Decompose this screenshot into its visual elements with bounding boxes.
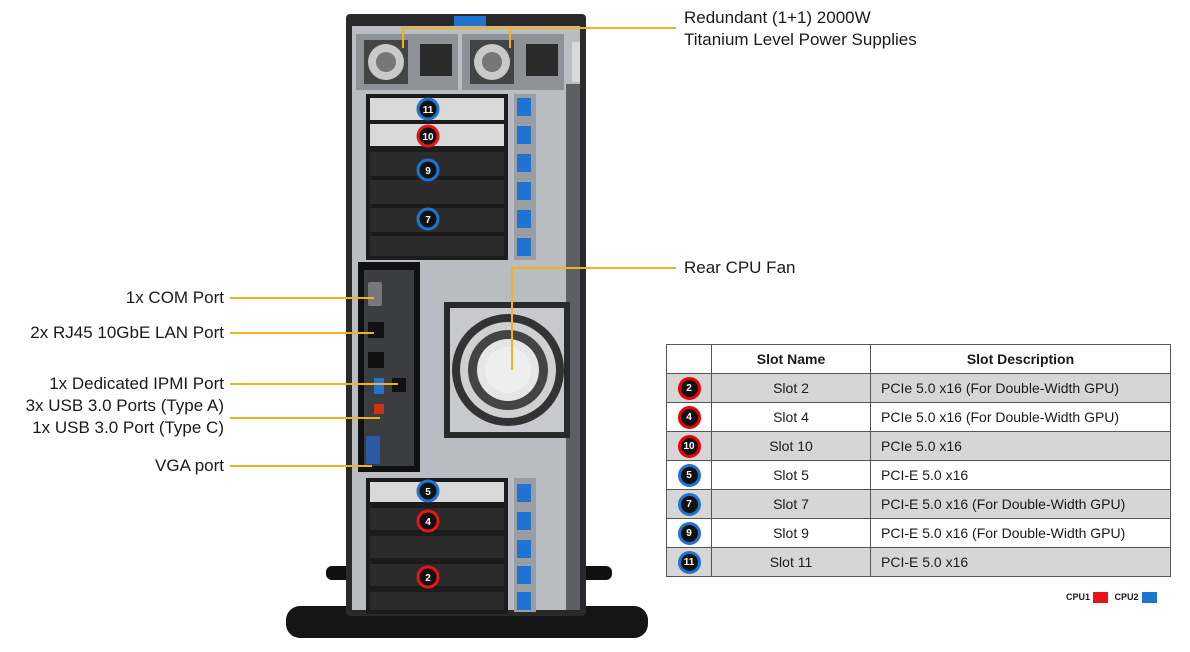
slot-table: Slot Name Slot Description 2 Slot 2 PCIe…: [666, 344, 1171, 577]
cpu2-slot-badge: 7: [677, 492, 701, 516]
legend-cpu2-label: CPU2: [1114, 592, 1139, 602]
header-slot-name: Slot Name: [711, 344, 871, 374]
usb-c-callout: 1x USB 3.0 Port (Type C): [32, 418, 224, 437]
header-slot-description: Slot Description: [870, 344, 1171, 374]
psu-callout-line2: Titanium Level Power Supplies: [684, 30, 917, 49]
callout-line-fan: [511, 267, 676, 370]
slot-description: PCI-E 5.0 x16 (For Double-Width GPU): [870, 518, 1171, 548]
table-row: 2 Slot 2 PCIe 5.0 x16 (For Double-Width …: [666, 373, 1171, 403]
slot-description: PCI-E 5.0 x16 (For Double-Width GPU): [870, 489, 1171, 519]
legend-cpu1-swatch: [1093, 592, 1109, 604]
cpu1-slot-badge: 10: [677, 434, 701, 458]
slot-table-header: Slot Name Slot Description: [666, 344, 1171, 374]
psu-1: [356, 34, 458, 90]
cpu1-slot-badge: 4: [677, 405, 701, 429]
vga-port-callout: VGA port: [155, 456, 224, 475]
lan-port-callout: 2x RJ45 10GbE LAN Port: [30, 323, 224, 342]
slot-marker-9: 9: [416, 158, 440, 182]
legend-cpu2-swatch: [1141, 592, 1157, 604]
slot-marker-7-label: 7: [425, 215, 431, 226]
slot-marker-9-label: 9: [425, 166, 431, 177]
legend-cpu1-label: CPU1: [1066, 592, 1091, 602]
pcie-slots-bottom: [366, 478, 536, 614]
slot-marker-10-label: 10: [422, 132, 434, 143]
psu-2: [462, 34, 564, 90]
slot-marker-11: 11: [416, 97, 440, 121]
cpu2-slot-badge: 5: [677, 463, 701, 487]
rear-cpu-fan: [444, 302, 570, 438]
rear-fan-callout: Rear CPU Fan: [684, 258, 796, 277]
slot-marker-2: 2: [416, 565, 440, 589]
slot-marker-4-label: 4: [425, 517, 431, 528]
slot-name: Slot 5: [711, 460, 871, 490]
cpu1-slot-badge: 2: [677, 376, 701, 400]
table-row: 10 Slot 10 PCIe 5.0 x16: [666, 431, 1171, 461]
slot-description: PCI-E 5.0 x16: [870, 547, 1171, 577]
slot-marker-7: 7: [416, 207, 440, 231]
psu-callout-line1: Redundant (1+1) 2000W: [684, 8, 871, 27]
header-icon-cell: [666, 344, 712, 374]
com-port-callout: 1x COM Port: [125, 288, 224, 307]
io-panel: [358, 262, 420, 472]
slot-description: PCIe 5.0 x16 (For Double-Width GPU): [870, 402, 1171, 432]
slot-marker-11-label: 11: [423, 105, 434, 116]
table-row: 11 Slot 11 PCI-E 5.0 x16: [666, 547, 1171, 577]
slot-name: Slot 4: [711, 402, 871, 432]
usb-a-callout: 3x USB 3.0 Ports (Type A): [25, 396, 224, 415]
slot-marker-5-label: 5: [425, 487, 431, 498]
slot-name: Slot 10: [711, 431, 871, 461]
slot-description: PCIe 5.0 x16 (For Double-Width GPU): [870, 373, 1171, 403]
table-row: 5 Slot 5 PCI-E 5.0 x16: [666, 460, 1171, 490]
slot-description: PCI-E 5.0 x16: [870, 460, 1171, 490]
ipmi-port-callout: 1x Dedicated IPMI Port: [49, 374, 224, 393]
callout-line-psu: [402, 27, 676, 48]
slot-marker-10: 10: [416, 124, 440, 148]
table-row: 9 Slot 9 PCI-E 5.0 x16 (For Double-Width…: [666, 518, 1171, 548]
table-row: 7 Slot 7 PCI-E 5.0 x16 (For Double-Width…: [666, 489, 1171, 519]
slot-marker-2-label: 2: [425, 573, 431, 584]
slot-name: Slot 2: [711, 373, 871, 403]
slot-name: Slot 11: [711, 547, 871, 577]
slot-description: PCIe 5.0 x16: [870, 431, 1171, 461]
cpu2-slot-badge: 9: [677, 521, 701, 545]
slot-marker-4: 4: [416, 509, 440, 533]
slot-marker-5: 5: [416, 479, 440, 503]
top-latch: [454, 16, 486, 26]
slot-name: Slot 7: [711, 489, 871, 519]
table-row: 4 Slot 4 PCIe 5.0 x16 (For Double-Width …: [666, 402, 1171, 432]
cpu-legend: CPU1 CPU2: [1066, 592, 1161, 604]
cpu2-slot-badge: 11: [677, 550, 701, 574]
slot-name: Slot 9: [711, 518, 871, 548]
